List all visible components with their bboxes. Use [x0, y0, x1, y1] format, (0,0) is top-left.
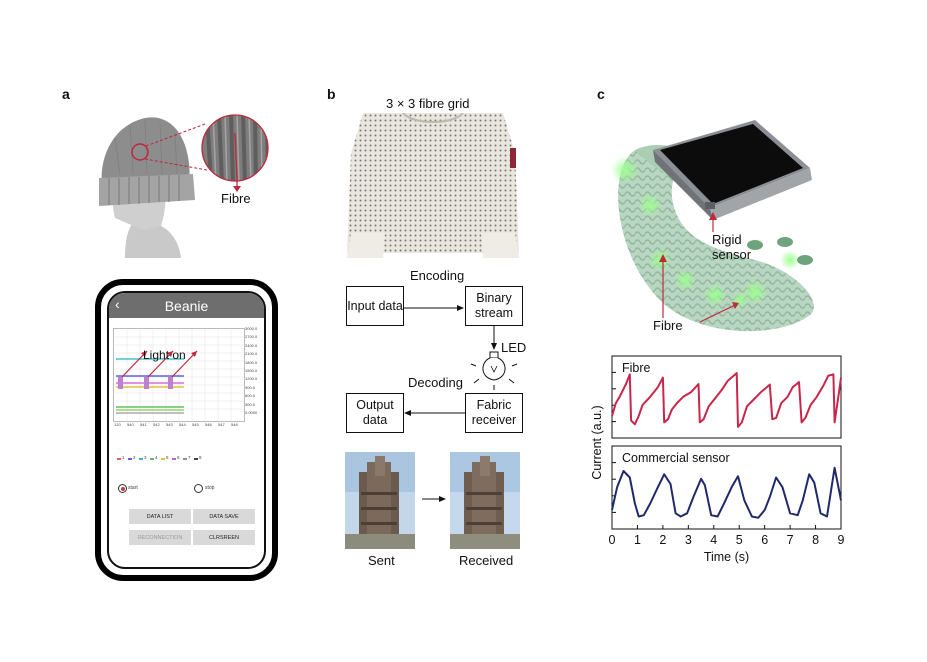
clrscreen-button[interactable]: CLRSREEN — [193, 530, 255, 545]
start-radio[interactable] — [118, 484, 127, 493]
sent-label: Sent — [368, 553, 395, 568]
app-legend-swatch — [183, 458, 187, 460]
app-x-tick-label: 546 — [205, 422, 212, 427]
app-title: Beanie — [164, 297, 209, 314]
transfer-arrow — [422, 496, 446, 502]
x-tick-label: 9 — [838, 533, 845, 547]
x-tick-label: 1 — [634, 533, 641, 547]
app-y-tick-label: 900.0 — [245, 384, 256, 390]
phone-frame: ‹ Beanie — [95, 279, 278, 581]
panel-letter-b: b — [327, 86, 336, 102]
y-axis-label: Current (a.u.) — [590, 405, 604, 479]
sent-image — [345, 452, 415, 549]
app-legend-label: 8 — [199, 455, 202, 460]
x-tick-label: 7 — [787, 533, 794, 547]
x-tick-label: 2 — [659, 533, 666, 547]
x-tick-label: 6 — [761, 533, 768, 547]
binary-stream-box: Binary stream — [465, 286, 523, 326]
x-axis-label: Time (s) — [704, 550, 749, 564]
x-tick-label: 3 — [685, 533, 692, 547]
fabric-receiver-box: Fabric receiver — [465, 393, 523, 433]
stop-radio-label: stop — [205, 485, 215, 491]
panel-letter-c: c — [597, 86, 605, 102]
received-image — [450, 452, 520, 549]
app-y-tick-label: 3000.0 — [245, 326, 258, 331]
sweater-photo — [347, 113, 519, 258]
app-x-tick-label: 548 — [231, 422, 238, 427]
app-y-tick-label: 300.0 — [245, 401, 256, 407]
led-bulb-icon — [470, 351, 518, 390]
app-chart — [113, 328, 245, 422]
app-y-tick-label: 1200.0 — [245, 376, 258, 382]
x-tick-label: 4 — [710, 533, 717, 547]
app-legend-label: 5 — [166, 455, 169, 460]
encoding-label: Encoding — [410, 268, 465, 283]
app-y-tick-label: 2100.0 — [245, 351, 258, 357]
app-legend-label: 1 — [122, 455, 125, 460]
led-label: LED — [501, 340, 527, 355]
watch-photo — [611, 120, 814, 332]
app-legend-swatch — [150, 458, 154, 460]
rigid-sensor-label: Rigid sensor — [712, 232, 752, 262]
app-legend-swatch — [161, 458, 165, 460]
app-legend-label: 4 — [155, 455, 158, 460]
app-legend-swatch — [139, 458, 143, 460]
panel-letter-a: a — [62, 86, 70, 102]
fibre-label-watch: Fibre — [653, 318, 683, 333]
light-on-annotation: Light on — [143, 348, 186, 362]
output-data-box: Output data — [346, 393, 404, 433]
input-data-box: Input data — [346, 286, 404, 326]
data-save-button[interactable]: DATA SAVE — [193, 509, 255, 524]
phone-screen: ‹ Beanie — [107, 291, 266, 569]
flow-arrows — [404, 305, 518, 416]
app-x-tick-label: 544 — [179, 422, 186, 427]
series-label: Fibre — [622, 361, 651, 375]
received-label: Received — [459, 553, 514, 568]
app-x-tick-label: 540 — [127, 422, 134, 427]
fibre-label-hat: Fibre — [221, 191, 251, 206]
stop-radio[interactable] — [194, 484, 203, 493]
app-legend-swatch — [194, 458, 198, 460]
app-legend-label: 2 — [133, 455, 136, 460]
reconnection-button[interactable]: RECONNECTION — [129, 530, 191, 545]
data-list-button[interactable]: DATA LIST — [129, 509, 191, 524]
back-arrow-icon[interactable]: ‹ — [115, 296, 120, 312]
app-x-tick-label: 547 — [218, 422, 225, 427]
app-legend-label: 3 — [144, 455, 147, 460]
app-y-tick-label: 600.0 — [245, 393, 256, 399]
beanie-photo — [99, 114, 269, 258]
app-legend-label: 6 — [177, 455, 180, 460]
plot-frame — [611, 355, 842, 439]
x-tick-label: 8 — [812, 533, 819, 547]
app-legend-swatch — [128, 458, 132, 460]
app-title-bar: ‹ Beanie — [109, 293, 264, 318]
start-radio-label: start — [128, 485, 138, 491]
series-label: Commercial sensor — [622, 451, 730, 465]
app-x-tick-label: 543 — [166, 422, 173, 427]
decoding-label: Decoding — [408, 375, 463, 390]
app-legend-label: 7 — [188, 455, 191, 460]
app-y-tick-label: 0.0000 — [245, 410, 258, 415]
series-line-1 — [611, 466, 842, 519]
app-y-tick-label: 2700.0 — [245, 334, 258, 340]
x-tick-label: 0 — [609, 533, 616, 547]
app-legend-swatch — [172, 458, 176, 460]
app-legend-swatch — [117, 458, 121, 460]
app-y-tick-label: 2400.0 — [245, 342, 258, 348]
app-x-tick-label: 545 — [192, 422, 199, 427]
plot-frame — [611, 445, 842, 530]
app-y-tick-label: 1500.0 — [245, 368, 258, 373]
grid-title: 3 × 3 fibre grid — [386, 96, 470, 111]
app-x-tick-label: 541 — [140, 422, 147, 427]
app-y-tick-label: 1800.0 — [245, 359, 258, 365]
app-x-tick-label: 120 — [114, 422, 121, 427]
series-line-0 — [611, 372, 842, 428]
app-x-tick-label: 542 — [153, 422, 160, 427]
x-tick-label: 5 — [736, 533, 743, 547]
